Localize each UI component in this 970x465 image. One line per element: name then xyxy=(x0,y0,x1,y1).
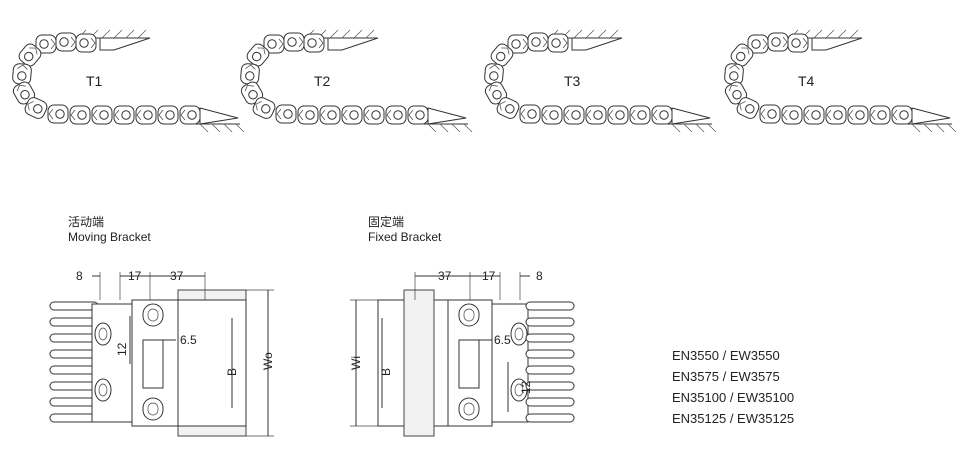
fixed-dim-inner: Wi xyxy=(349,356,363,370)
fixed-bracket-drawing: 固定端 Fixed Bracket 37 xyxy=(349,214,575,437)
moving-title-en: Moving Bracket xyxy=(68,230,151,244)
moving-dim-hole: 6.5 xyxy=(180,333,197,347)
fixed-dim-pitch: 12 xyxy=(519,380,533,394)
chain-diagram-t2: T2 xyxy=(239,30,472,132)
fixed-title-cn: 固定端 xyxy=(368,214,404,229)
chain-diagram-t3: T3 xyxy=(483,30,716,132)
model-item: EN3550 / EW3550 xyxy=(672,348,780,363)
moving-dim-pitch: 12 xyxy=(115,342,129,356)
fixed-dim-a: 37 xyxy=(438,269,452,283)
chain-diagram-t4: T4 xyxy=(723,30,956,132)
model-item: EN3575 / EW3575 xyxy=(672,369,780,384)
model-list: EN3550 / EW3550 EN3575 / EW3575 EN35100 … xyxy=(672,348,794,426)
moving-bracket-drawing: 活动端 Moving Bracket 8 xyxy=(49,215,275,437)
moving-dim-b-label: B xyxy=(225,368,239,376)
chain-label-t4: T4 xyxy=(798,73,815,89)
chain-diagram-t1: T1 xyxy=(11,30,244,132)
fixed-dim-c: 8 xyxy=(536,269,543,283)
fixed-dim-b: 17 xyxy=(482,269,496,283)
model-item: EN35100 / EW35100 xyxy=(672,390,794,405)
fixed-dim-b-label: B xyxy=(379,368,393,376)
chain-label-t1: T1 xyxy=(86,73,103,89)
fixed-title-en: Fixed Bracket xyxy=(368,230,442,244)
moving-dim-outer: Wo xyxy=(261,352,275,370)
moving-dim-c: 37 xyxy=(170,269,184,283)
chain-label-t3: T3 xyxy=(564,73,581,89)
moving-dim-b: 17 xyxy=(128,269,142,283)
chain-label-t2: T2 xyxy=(314,73,331,89)
moving-dim-a: 8 xyxy=(76,269,83,283)
moving-title-cn: 活动端 xyxy=(68,215,104,229)
fixed-dim-hole: 6.5 xyxy=(494,333,511,347)
model-item: EN35125 / EW35125 xyxy=(672,411,794,426)
